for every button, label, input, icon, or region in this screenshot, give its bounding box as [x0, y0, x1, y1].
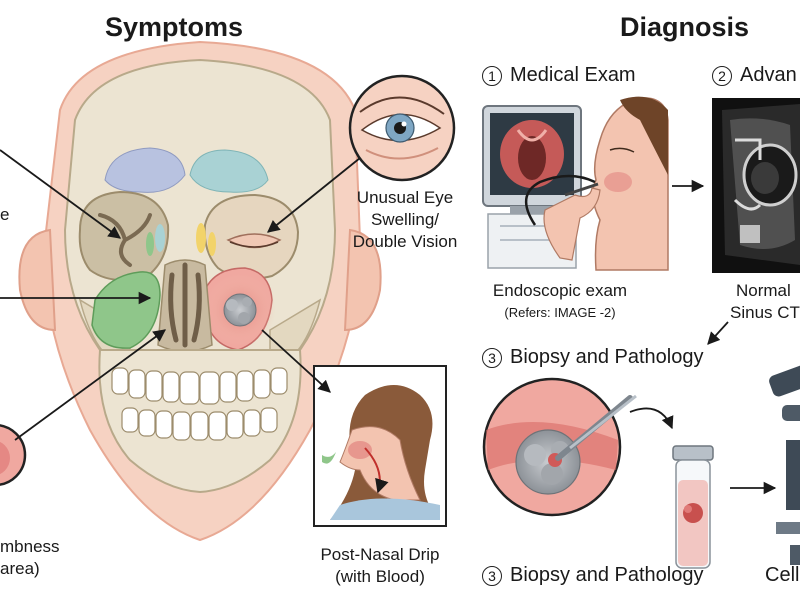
eye-swelling-callout	[348, 74, 456, 182]
step-number-badge: 1	[482, 65, 502, 86]
skull-illustration	[18, 40, 382, 542]
step-biopsy-pathology-bottom: 3 Biopsy and Pathology	[482, 564, 703, 587]
numbness-callout	[0, 424, 27, 486]
frontal-sinus-left	[104, 147, 186, 193]
ethmoid-sinus-teal	[155, 224, 165, 252]
biopsy-magnified-view	[482, 377, 637, 517]
step-number-badge: 3	[482, 565, 502, 586]
endoscopic-exam-reference: (Refers: IMAGE -2)	[504, 305, 616, 320]
ct-scan-image	[712, 98, 800, 273]
step-label: Medical Exam	[510, 64, 636, 86]
tumor-maxillary	[223, 293, 257, 327]
symptoms-title: Symptoms	[105, 12, 244, 42]
cell-caption: Cell	[765, 564, 800, 586]
eye-symptom-label: Unusual Eye Swelling/ Double Vision	[352, 188, 458, 251]
post-nasal-drip-panel	[313, 365, 447, 527]
upper-teeth	[111, 367, 288, 405]
maxillary-sinus-green	[91, 271, 161, 349]
numbness-symptom-label: mbness area)	[0, 537, 60, 578]
biopsy-to-vial-arrow	[629, 407, 674, 430]
step-number-badge: 3	[482, 347, 502, 368]
ct-to-biopsy-arrow	[707, 321, 729, 345]
step-label: Advan	[740, 64, 797, 86]
right-ear	[343, 228, 382, 332]
frontal-sinus-right	[189, 149, 269, 193]
step-biopsy-pathology-top: 3 Biopsy and Pathology	[482, 346, 703, 369]
ct-caption: Normal Sinus CT	[730, 281, 800, 322]
step-medical-exam: 1 Medical Exam	[482, 64, 636, 87]
step-advanced-imaging: 2 Advan	[712, 64, 797, 87]
step-label: Biopsy and Pathology	[510, 346, 704, 368]
step-number-badge: 2	[712, 65, 732, 86]
symptom-label-cut: e	[0, 205, 10, 224]
drip-symptom-label: Post-Nasal Drip (with Blood)	[320, 545, 440, 586]
ethmoid-sinus-yellow	[196, 223, 206, 253]
specimen-vial	[672, 445, 714, 569]
patient-endoscopy	[525, 96, 669, 271]
microscope	[769, 365, 800, 565]
step-label: Biopsy and Pathology	[510, 564, 704, 586]
lower-teeth	[121, 407, 278, 441]
endoscopy-monitor	[482, 105, 582, 269]
symptom-arrows	[0, 149, 361, 441]
endoscopic-exam-caption: Endoscopic exam	[492, 281, 628, 300]
diagnosis-title: Diagnosis	[620, 12, 750, 42]
left-ear	[18, 228, 57, 332]
